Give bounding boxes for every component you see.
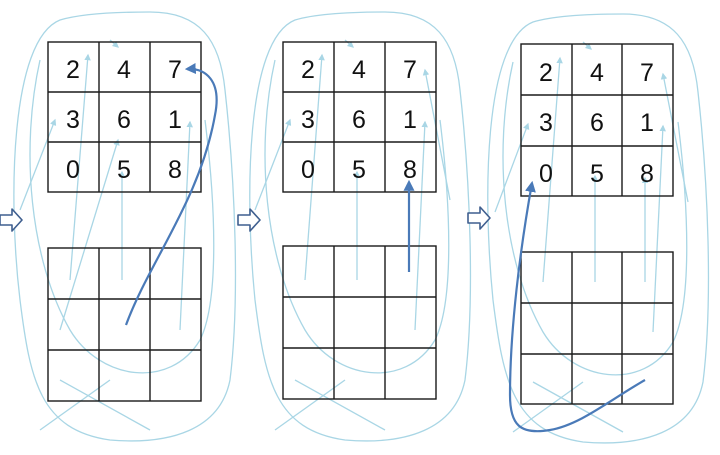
faint-arrow-to-1: [414, 120, 428, 331]
cell-r1c1: 2: [301, 56, 315, 84]
magic-square-grid: [282, 41, 437, 193]
cell-r3c1: 0: [301, 156, 315, 184]
faint-connection-lines: [13, 11, 237, 442]
cell-r1c3: 7: [168, 56, 182, 84]
panel-3: 2 4 7 3 6 1 0 5 8: [487, 13, 710, 444]
faint-loop-left: [13, 11, 237, 442]
cell-r3c3: 8: [403, 156, 417, 184]
panel-1: 2 4 7 3 6 1 0 5 8: [13, 11, 237, 442]
cell-r2c1: 3: [66, 106, 80, 134]
magic-square-numbers: 2 4 7 3 6 1 0 5 8: [301, 56, 417, 184]
faint-line-cross-a: [59, 379, 151, 431]
empty-grid: [520, 251, 674, 405]
highlight-arrow-to-0: [508, 180, 646, 433]
hollow-right-arrow-icon: [0, 208, 23, 232]
faint-arrow-to-1: [652, 124, 666, 333]
cell-r2c3: 1: [640, 109, 654, 137]
highlight-arrow-to-7: [124, 63, 218, 326]
faint-loop-left: [249, 11, 472, 442]
cell-r1c1: 2: [539, 59, 553, 87]
magic-square-numbers: 2 4 7 3 6 1 0 5 8: [66, 56, 182, 184]
cell-r3c3: 8: [640, 160, 654, 188]
hollow-right-arrow-icon: [467, 206, 491, 230]
faint-line-cross-a: [294, 379, 386, 431]
cell-r3c2: 5: [590, 160, 604, 188]
cell-r1c2: 4: [590, 59, 604, 87]
cell-r3c1: 0: [539, 160, 553, 188]
faint-arrow-to-7: [660, 72, 689, 203]
faint-arrow-to-7: [422, 68, 451, 201]
faint-loop-inner: [264, 59, 450, 374]
faint-arrow-to-3: [254, 118, 292, 211]
magic-square-numbers: 2 4 7 3 6 1 0 5 8: [539, 59, 654, 188]
empty-grid: [47, 247, 202, 402]
cell-r2c3: 1: [403, 106, 417, 134]
faint-arrow-to-3: [494, 122, 530, 213]
faint-loop-left: [487, 13, 710, 444]
cell-r2c2: 6: [590, 109, 604, 137]
cell-r2c2: 6: [117, 106, 131, 134]
cell-r1c1: 2: [66, 56, 80, 84]
faint-arrow-to-4: [344, 39, 354, 48]
step-arrows: [0, 206, 491, 232]
cell-r3c3: 8: [168, 156, 182, 184]
faint-arrow-to-3: [19, 118, 57, 211]
empty-grid: [282, 245, 437, 400]
faint-connection-lines: [249, 11, 472, 442]
cell-r2c3: 1: [168, 106, 182, 134]
faint-arrow-to-1: [179, 120, 193, 331]
faint-arrow-to-4: [582, 41, 592, 50]
faint-loop-inner: [502, 61, 688, 376]
hollow-right-arrow-icon: [237, 208, 261, 232]
faint-loop-inner: [29, 59, 215, 374]
cell-r2c1: 3: [539, 109, 553, 137]
cell-r1c3: 7: [403, 56, 417, 84]
magic-square-grid: [520, 43, 674, 197]
cell-r1c3: 7: [640, 59, 654, 87]
cell-r3c2: 5: [352, 156, 366, 184]
cell-r3c1: 0: [66, 156, 80, 184]
panel-2: 2 4 7 3 6 1 0 5 8: [249, 11, 472, 442]
faint-arrow-to-4: [109, 39, 119, 48]
magic-square-grid: [47, 41, 202, 193]
faint-line-cross-a: [532, 381, 624, 433]
cell-r1c2: 4: [117, 56, 131, 84]
cell-r2c1: 3: [301, 106, 315, 134]
cell-r2c2: 6: [352, 106, 366, 134]
cell-r1c2: 4: [352, 56, 366, 84]
cell-r3c2: 5: [117, 156, 131, 184]
